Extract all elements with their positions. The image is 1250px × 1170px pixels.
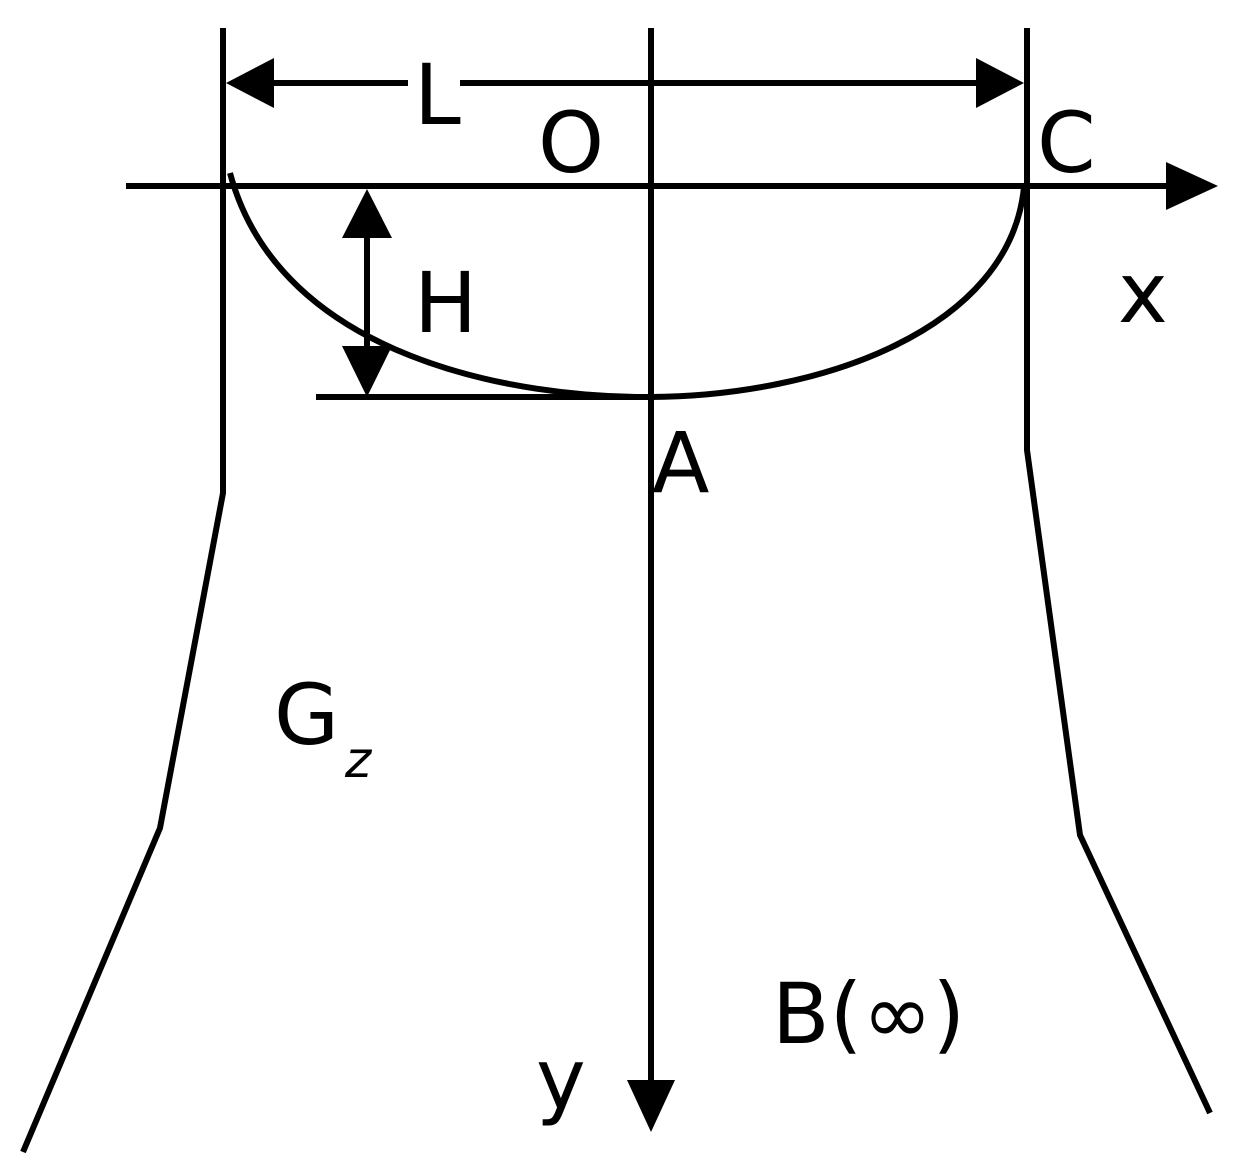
point-a-label: A	[652, 414, 709, 512]
left-wall	[20, 28, 226, 1154]
origin-label: O	[538, 94, 604, 192]
region-label: G	[274, 666, 339, 764]
region-subscript: z	[344, 731, 373, 789]
length-arrow-right-icon	[976, 58, 1024, 108]
y-axis-label: y	[536, 1030, 586, 1128]
length-arrow-left-icon	[226, 58, 274, 108]
length-label: L	[414, 46, 461, 144]
point-b-label: B(∞)	[772, 965, 965, 1063]
x-axis-label: x	[1118, 244, 1168, 342]
corner-label: C	[1037, 94, 1096, 192]
x-axis-arrow-icon	[1166, 162, 1218, 210]
height-arrow-down-icon	[342, 346, 392, 397]
height-arrow-up-icon	[342, 189, 392, 238]
right-wall	[1024, 28, 1213, 1115]
y-axis-arrow-icon	[627, 1080, 675, 1132]
free-surface-curve	[227, 172, 1027, 401]
height-label: H	[414, 254, 477, 352]
